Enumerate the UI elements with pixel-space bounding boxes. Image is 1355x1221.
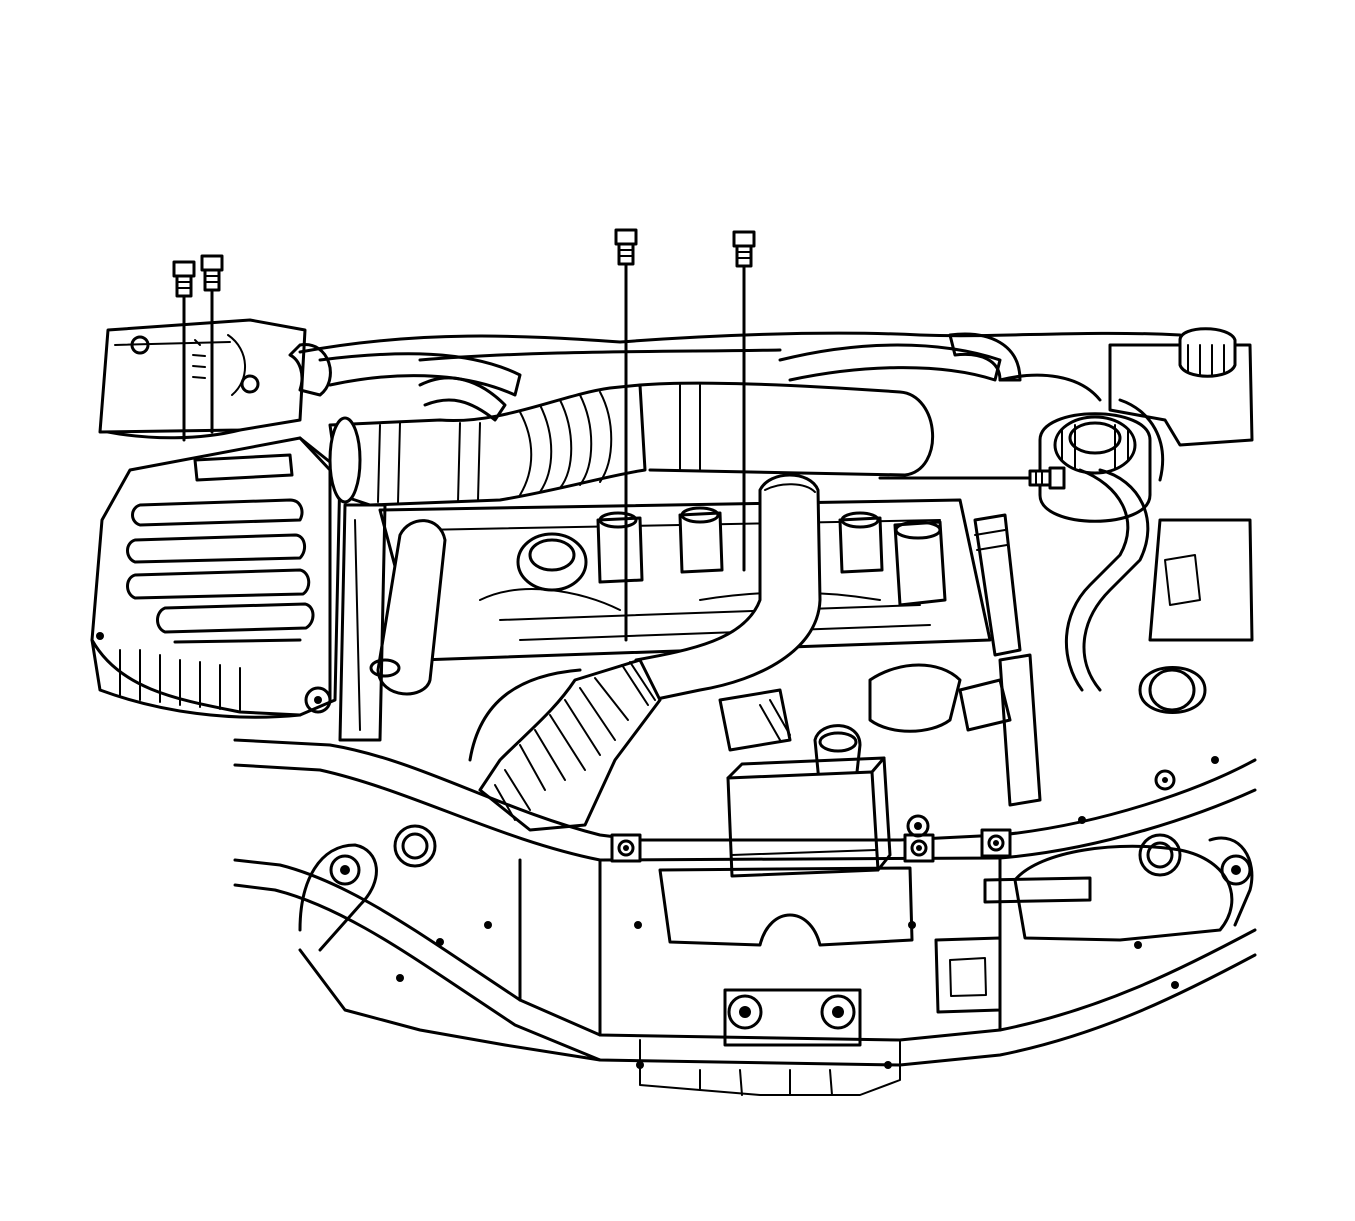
left-hose-cylinder xyxy=(338,503,447,742)
bolt-left-1 xyxy=(172,260,196,442)
fuse-block xyxy=(726,756,892,878)
bolt-center-2 xyxy=(732,230,756,572)
bolt-left-2 xyxy=(200,254,224,434)
center-coolant-hose xyxy=(634,473,822,702)
air-cleaner-housing xyxy=(90,436,342,719)
lower-corrugated-duct xyxy=(468,658,662,832)
bolt-center-1 xyxy=(614,228,638,642)
center-right-components xyxy=(718,520,1012,794)
air-intake-duct xyxy=(328,381,935,507)
bolt-right-horizontal xyxy=(878,466,1066,490)
right-side-components xyxy=(973,327,1254,807)
upper-hoses xyxy=(288,332,1022,422)
left-bracket xyxy=(98,318,307,440)
engine-valve-cover xyxy=(378,498,992,662)
support-bolts xyxy=(610,769,1176,863)
engine-top-outline xyxy=(298,331,1182,362)
